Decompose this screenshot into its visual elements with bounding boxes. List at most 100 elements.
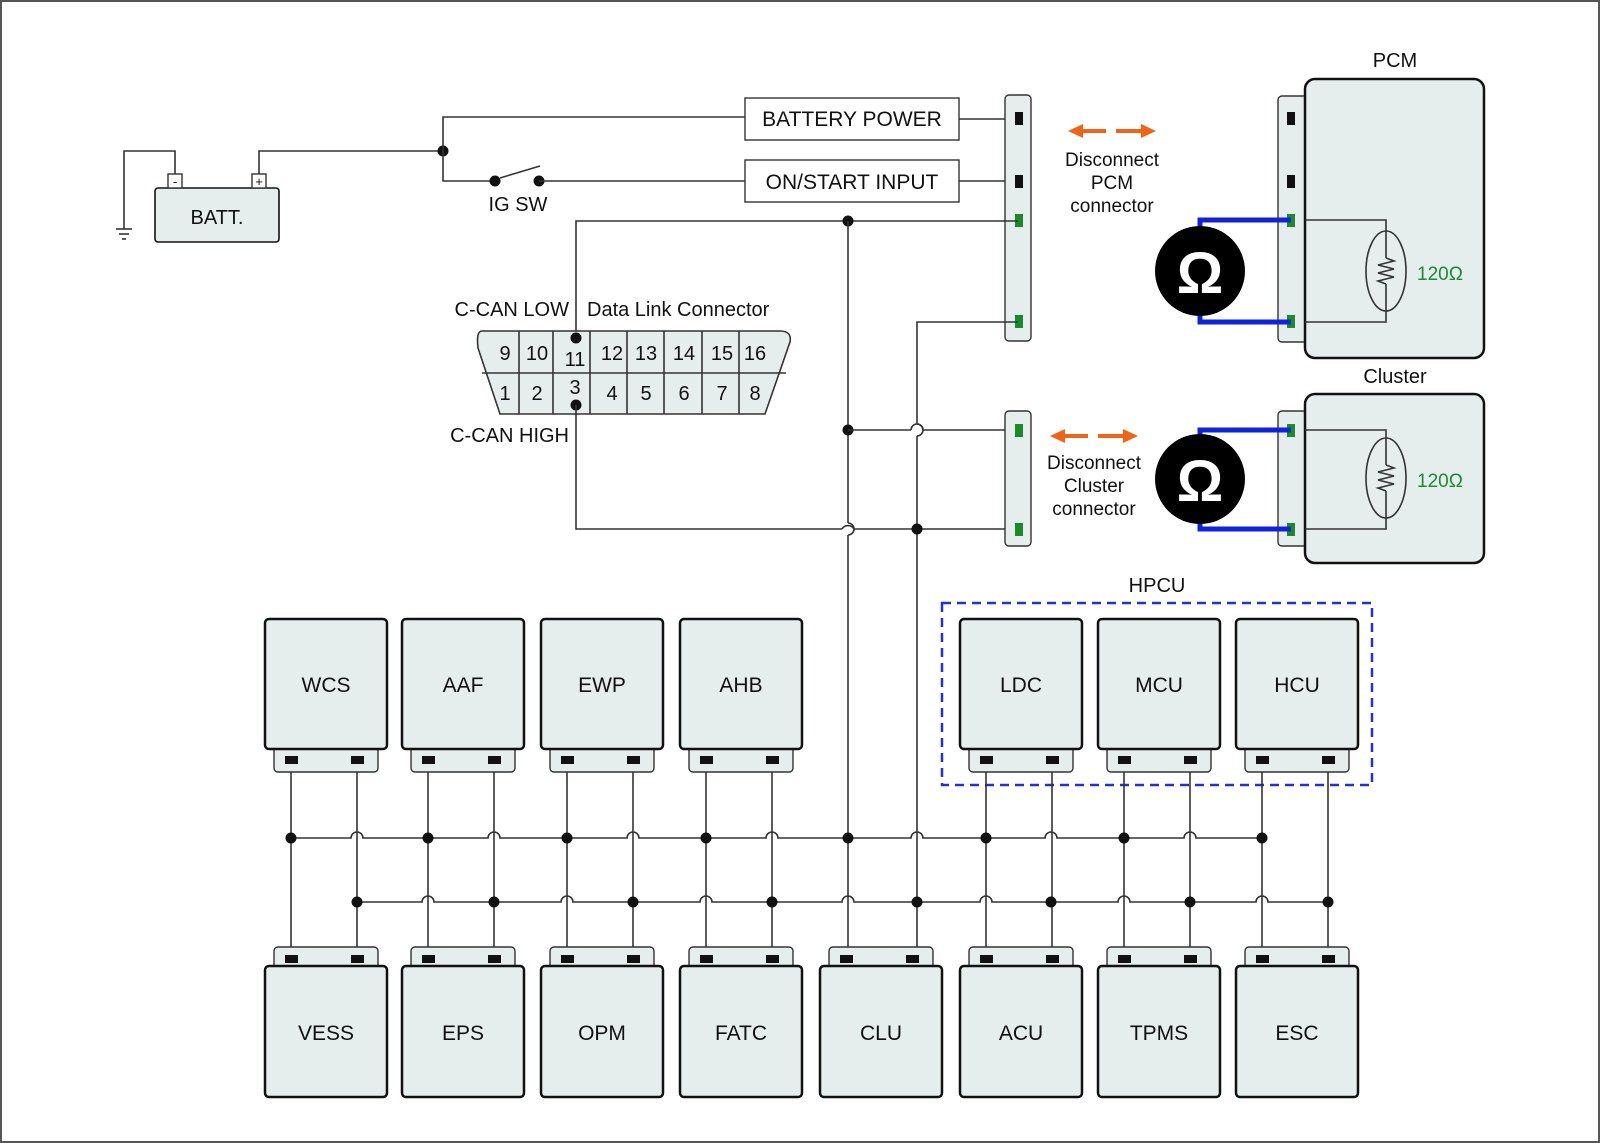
resistor-icon bbox=[1375, 464, 1397, 492]
dlc-pin-9-label: 9 bbox=[499, 343, 510, 365]
battery-power-label: BATTERY POWER bbox=[762, 108, 942, 131]
can-low-pin bbox=[700, 756, 713, 764]
can-low-label: C-CAN LOW bbox=[455, 299, 570, 321]
module-label: VESS bbox=[298, 1022, 354, 1045]
on-start-input-label: ON/START INPUT bbox=[766, 171, 939, 194]
can-low-pin bbox=[1256, 955, 1269, 963]
cluster-module[interactable] bbox=[1277, 392, 1486, 565]
can-low-junction bbox=[980, 832, 992, 844]
ignition-switch-label: IG SW bbox=[489, 194, 548, 216]
module-label: ACU bbox=[999, 1022, 1043, 1045]
disconnect-cluster-arrow bbox=[1050, 429, 1138, 443]
module-mcu[interactable]: MCU bbox=[1096, 617, 1222, 773]
battery-plus-label: + bbox=[255, 174, 263, 189]
module-label: AAF bbox=[443, 674, 484, 697]
battery-minus-label: - bbox=[173, 174, 177, 189]
can-high-pin bbox=[1322, 756, 1335, 764]
can-bus-lines bbox=[285, 764, 1334, 955]
module-hcu[interactable]: HCU bbox=[1234, 617, 1360, 773]
can-high-junction bbox=[627, 896, 639, 908]
can-low-pin bbox=[700, 955, 713, 963]
ignition-switch bbox=[489, 165, 545, 187]
can-high-junction bbox=[1045, 896, 1057, 908]
battery-power-box bbox=[744, 97, 960, 141]
dlc-pin-10-label: 10 bbox=[526, 343, 548, 365]
module-ldc[interactable]: LDC bbox=[958, 617, 1084, 773]
can-high-junction bbox=[1322, 896, 1334, 908]
pcm-ohmmeter[interactable]: Ω bbox=[1155, 217, 1291, 325]
module-label: ESC bbox=[1275, 1022, 1318, 1045]
module-tpms[interactable]: TPMS bbox=[1096, 946, 1222, 1099]
disconnect-pcm-line1: Disconnect bbox=[1065, 150, 1160, 171]
module-fatc[interactable]: FATC bbox=[678, 946, 804, 1099]
module-ewp[interactable]: EWP bbox=[539, 617, 665, 773]
can-high-junction bbox=[351, 896, 363, 908]
can-high-junction bbox=[911, 896, 923, 908]
resistor-outline bbox=[1365, 437, 1407, 519]
can-high-pin bbox=[1184, 955, 1197, 963]
can-low-pin bbox=[1118, 756, 1131, 764]
dlc-pin-12-label: 12 bbox=[601, 343, 623, 365]
module-ahb[interactable]: AHB bbox=[678, 617, 804, 773]
cluster-resistor-value: 120Ω bbox=[1417, 471, 1463, 492]
can-low-pin bbox=[285, 955, 298, 963]
can-low-junction bbox=[700, 832, 712, 844]
dlc-pin-4-label: 4 bbox=[606, 383, 617, 405]
disconnect-pcm-arrow bbox=[1068, 124, 1156, 138]
can-low-junction bbox=[285, 832, 297, 844]
disconnect-pcm-line2: PCM bbox=[1091, 173, 1133, 194]
dlc-pin-1-label: 1 bbox=[499, 383, 510, 405]
ohmmeter-icon bbox=[1155, 226, 1245, 316]
hpcu-label: HPCU bbox=[1129, 575, 1186, 597]
module-acu[interactable]: ACU bbox=[958, 946, 1084, 1099]
dlc-pin-11-label: 11 bbox=[565, 349, 586, 371]
ohmmeter-icon bbox=[1155, 434, 1245, 524]
module-aaf[interactable]: AAF bbox=[400, 617, 526, 773]
battery: - + BATT. bbox=[154, 173, 280, 243]
can-low-junction bbox=[1118, 832, 1130, 844]
module-opm[interactable]: OPM bbox=[539, 946, 665, 1099]
module-eps[interactable]: EPS bbox=[400, 946, 526, 1099]
dlc-pin-16-label: 16 bbox=[744, 343, 766, 365]
module-label: TPMS bbox=[1130, 1022, 1188, 1045]
can-high-pin bbox=[1184, 756, 1197, 764]
can-low-pin bbox=[422, 955, 435, 963]
module-vess[interactable]: VESS bbox=[263, 946, 389, 1099]
can-high-pin bbox=[351, 955, 364, 963]
can-high-pin bbox=[627, 955, 640, 963]
can-high-pin bbox=[766, 955, 779, 963]
can-low-pin bbox=[422, 756, 435, 764]
cluster-harness-connector[interactable] bbox=[1004, 410, 1032, 547]
disconnect-pcm-line3: connector bbox=[1070, 196, 1154, 217]
can-low-pin bbox=[561, 955, 574, 963]
ground-icon bbox=[116, 150, 176, 240]
dlc-pin-14-label: 14 bbox=[673, 343, 695, 365]
can-low-pin bbox=[840, 955, 853, 963]
disconnect-cluster-line3: connector bbox=[1052, 499, 1136, 520]
cluster-ohmmeter[interactable]: Ω bbox=[1155, 427, 1291, 532]
cluster-title: Cluster bbox=[1363, 366, 1427, 388]
dlc-pin-3-label: 3 bbox=[569, 377, 580, 399]
module-clu[interactable]: CLU bbox=[818, 946, 944, 1099]
can-high-pin bbox=[1046, 756, 1059, 764]
can-high-junction bbox=[1184, 896, 1196, 908]
can-high-pin bbox=[351, 756, 364, 764]
pcm-harness-connector[interactable] bbox=[1004, 94, 1032, 342]
dlc-pin-8-label: 8 bbox=[749, 383, 760, 405]
ohm-symbol: Ω bbox=[1177, 449, 1224, 514]
disconnect-cluster-line2: Cluster bbox=[1064, 476, 1125, 497]
pcm-module[interactable] bbox=[1277, 77, 1486, 360]
module-label: AHB bbox=[719, 674, 762, 697]
module-esc[interactable]: ESC bbox=[1234, 946, 1360, 1099]
hpcu-group-outline bbox=[940, 601, 1374, 787]
module-wcs[interactable]: WCS bbox=[263, 617, 389, 773]
can-low-pin bbox=[980, 955, 993, 963]
can-high-junction bbox=[488, 896, 500, 908]
module-label: MCU bbox=[1135, 674, 1183, 697]
pcm-resistor-value: 120Ω bbox=[1417, 264, 1463, 285]
can-high-pin bbox=[1046, 955, 1059, 963]
can-high-pin bbox=[766, 756, 779, 764]
